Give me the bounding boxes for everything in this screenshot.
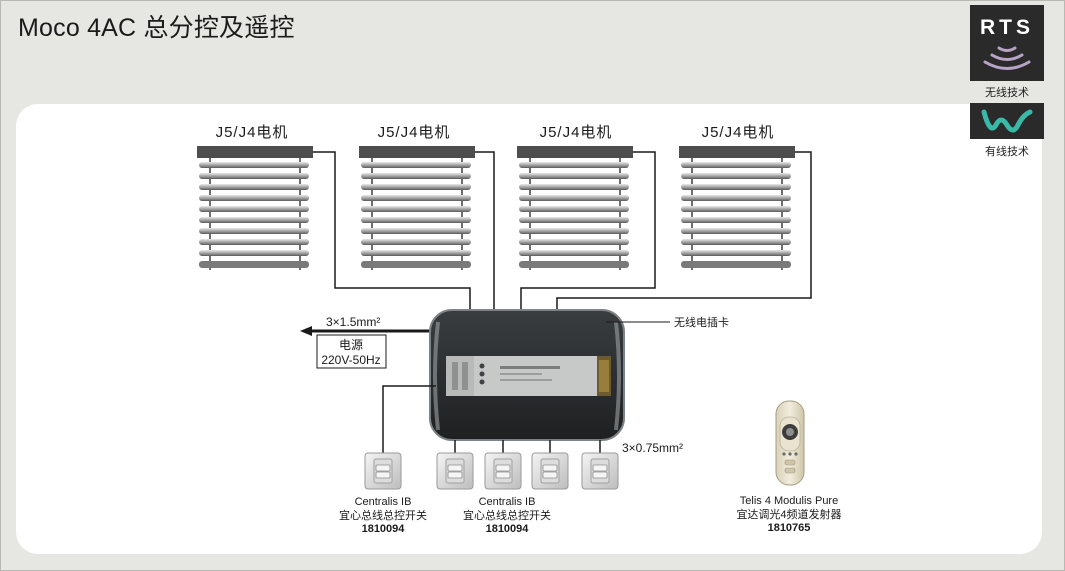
motor-label-1: J5/J4电机 <box>216 124 289 141</box>
venetian-blind-4 <box>679 146 795 270</box>
switch-1-desc: 宜心总线总控开关 <box>339 508 427 522</box>
venetian-blind-3 <box>517 146 633 270</box>
motor-wiring <box>313 151 812 310</box>
switch-2-name: Centralis IB <box>479 496 536 508</box>
remote-name: Telis 4 Modulis Pure <box>740 495 838 507</box>
rts-logo-text: RTS <box>980 16 1034 39</box>
power-box <box>316 334 387 369</box>
moco-controller <box>429 309 625 441</box>
wall-switch-2 <box>436 452 474 490</box>
arrow-icon <box>300 326 312 336</box>
venetian-blind-2 <box>359 146 475 270</box>
power-cable-label: 3×1.5mm² <box>326 315 380 329</box>
switch-1-code: 1810094 <box>362 523 406 535</box>
rts-caption: 无线技术 <box>985 87 1029 99</box>
wired-logo <box>970 103 1044 139</box>
wall-switch-1 <box>364 452 402 490</box>
remote-desc: 宜达调光4频道发射器 <box>736 507 841 521</box>
venetian-blind-1 <box>197 146 313 270</box>
wired-wave-icon <box>981 109 1033 133</box>
bus-cable-label: 3×0.75mm² <box>622 441 683 455</box>
power-wiring <box>300 326 434 336</box>
power-label: 电源 <box>339 338 363 352</box>
telis-remote <box>775 400 805 486</box>
remote-code: 1810765 <box>768 522 811 534</box>
switch-1-name: Centralis IB <box>355 496 412 508</box>
wall-switch-3 <box>484 452 522 490</box>
power-spec: 220V-50Hz <box>321 353 380 367</box>
wireless-signal-icon <box>983 46 1031 70</box>
switch-2-code: 1810094 <box>486 523 530 535</box>
switch-2-desc: 宜心总线总控开关 <box>463 508 551 522</box>
motor-label-2: J5/J4电机 <box>378 124 451 141</box>
motor-label-4: J5/J4电机 <box>702 124 775 141</box>
bus-wiring <box>382 385 601 453</box>
page-title: Moco 4AC 总分控及遥控 <box>18 14 295 42</box>
wireless-card-label: 无线电插卡 <box>674 315 729 329</box>
wall-switch-4 <box>531 452 569 490</box>
rts-logo: RTS <box>970 5 1044 81</box>
motor-label-3: J5/J4电机 <box>540 124 613 141</box>
wall-switch-5 <box>581 452 619 490</box>
wired-caption: 有线技术 <box>985 146 1029 158</box>
